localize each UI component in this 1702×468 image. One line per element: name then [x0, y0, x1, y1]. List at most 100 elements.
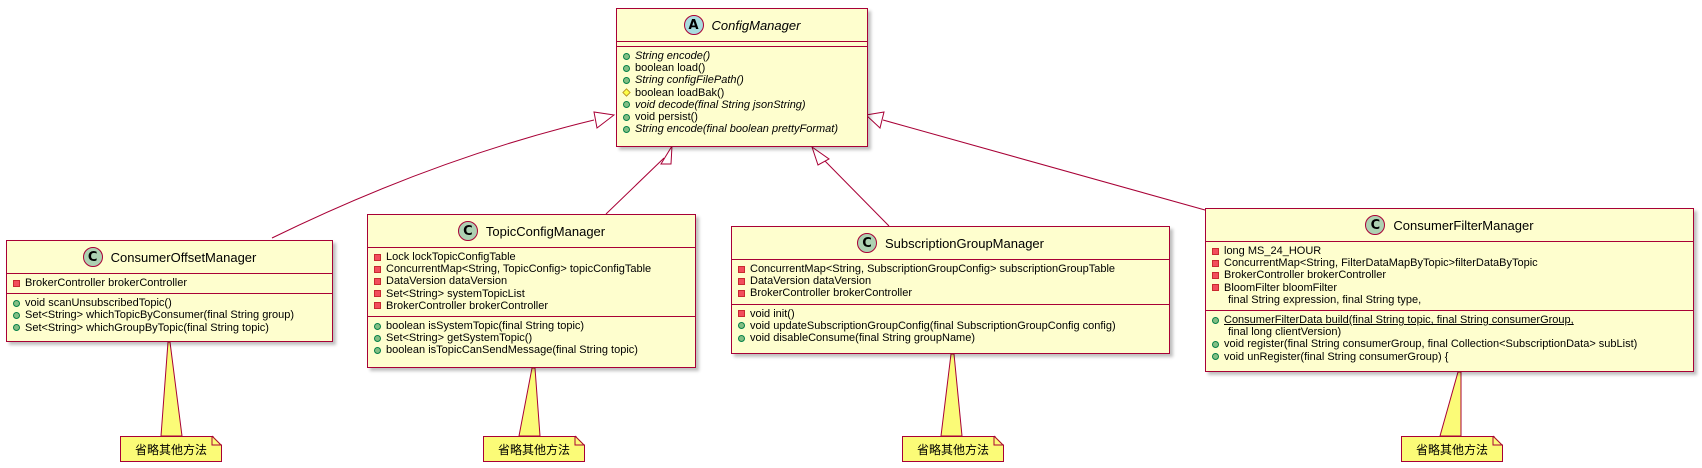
method-row: void decode(final String jsonString) [623, 99, 861, 111]
note-subscription-group: 省略其他方法 [902, 436, 1004, 462]
public-icon [13, 299, 20, 307]
public-icon [374, 347, 381, 355]
class-consumer-offset-manager: C ConsumerOffsetManager BrokerController… [6, 240, 333, 342]
note-link-1 [160, 341, 183, 437]
field-row: BrokerController brokerController [13, 277, 326, 289]
private-icon [738, 265, 745, 273]
note-link-2 [518, 367, 541, 437]
inheritance-arrowhead-4 [864, 111, 885, 129]
field-row: ConcurrentMap<String, SubscriptionGroupC… [738, 263, 1163, 275]
inheritance-edge-topic-config [605, 157, 665, 215]
inheritance-arrowhead-1 [593, 111, 616, 129]
methods-section: ConsumerFilterData build(final String to… [1206, 311, 1693, 367]
private-icon [374, 278, 381, 285]
field-row: Lock lockTopicConfigTable [374, 251, 689, 263]
class-header: C SubscriptionGroupManager [732, 227, 1169, 260]
class-header: C ConsumerOffsetManager [7, 241, 332, 274]
field-row: ConcurrentMap<String, TopicConfig> topic… [374, 263, 689, 275]
public-icon [1212, 316, 1219, 324]
class-icon: C [857, 233, 877, 253]
public-icon [1212, 341, 1219, 349]
class-consumer-filter-manager: C ConsumerFilterManager long MS_24_HOUR … [1205, 208, 1694, 372]
public-icon [623, 113, 630, 121]
field-row: Set<String> systemTopicList [374, 288, 689, 300]
field-row: DataVersion dataVersion [738, 275, 1163, 287]
method-row-continuation: final long clientVersion) [1228, 326, 1342, 339]
inheritance-arrowhead-2 [660, 145, 673, 165]
method-row: void persist() [623, 111, 861, 123]
fields-section: BrokerController brokerController [7, 274, 332, 295]
public-icon [623, 64, 630, 72]
public-icon [623, 101, 630, 109]
fields-section: Lock lockTopicConfigTable ConcurrentMap<… [368, 248, 695, 318]
fields-section [617, 42, 867, 47]
class-name: ConsumerFilterManager [1393, 217, 1534, 233]
private-icon [738, 277, 745, 285]
public-icon [623, 52, 630, 60]
abstract-class-icon: A [683, 15, 704, 35]
field-row-continuation: final String expression, final String ty… [1228, 293, 1422, 306]
fields-section: ConcurrentMap<String, SubscriptionGroupC… [732, 260, 1169, 305]
method-row: void updateSubscriptionGroupConfig(final… [738, 320, 1163, 332]
method-row: boolean isSystemTopic(final String topic… [374, 320, 689, 332]
class-header: A ConfigManager [617, 9, 867, 42]
public-icon [374, 322, 381, 330]
class-header: C ConsumerFilterManager [1206, 209, 1693, 242]
public-icon [623, 125, 630, 133]
private-icon [374, 302, 381, 310]
private-icon [374, 253, 381, 261]
field-row: BrokerController brokerController [374, 300, 689, 312]
inheritance-edge-consumer-offset [271, 119, 595, 239]
public-icon [13, 312, 20, 319]
private-icon [1212, 272, 1219, 279]
inheritance-edge-subscription-group [823, 159, 890, 227]
methods-section: String encode() boolean load() String co… [617, 47, 867, 139]
class-topic-config-manager: C TopicConfigManager Lock lockTopicConfi… [367, 214, 696, 368]
method-row: Set<String> getSystemTopic() [374, 332, 689, 344]
methods-section: boolean isSystemTopic(final String topic… [368, 317, 695, 361]
method-row: String encode(final boolean prettyFormat… [623, 123, 861, 135]
field-row: ConcurrentMap<String, FilterDataMapByTop… [1212, 257, 1687, 269]
methods-section: void scanUnsubscribedTopic() Set<String>… [7, 294, 332, 338]
fields-section: long MS_24_HOUR ConcurrentMap<String, Fi… [1206, 242, 1693, 312]
class-name: TopicConfigManager [485, 223, 606, 239]
protected-icon [622, 88, 631, 97]
method-row: boolean isTopicCanSendMessage(final Stri… [374, 344, 689, 356]
class-icon: C [82, 247, 103, 267]
field-row: DataVersion dataVersion [374, 275, 689, 287]
private-icon [738, 310, 745, 318]
note-consumer-offset: 省略其他方法 [120, 436, 222, 462]
method-row: boolean load() [623, 62, 861, 74]
class-subscription-group-manager: C SubscriptionGroupManager ConcurrentMap… [731, 226, 1170, 354]
class-header: C TopicConfigManager [368, 215, 695, 248]
private-icon [738, 290, 745, 297]
public-icon [738, 334, 745, 342]
method-row: void disableConsume(final String groupNa… [738, 332, 1163, 344]
class-name: ConfigManager [711, 17, 801, 33]
class-icon: C [1365, 215, 1386, 235]
public-icon [738, 322, 745, 330]
private-icon [1212, 259, 1219, 267]
field-row: long MS_24_HOUR [1212, 245, 1687, 257]
method-row: void init() [738, 308, 1163, 320]
field-row: BrokerController brokerController [738, 287, 1163, 299]
method-row: String encode() [623, 50, 861, 62]
method-row: ConsumerFilterData build(final String to… [1212, 314, 1687, 326]
method-row: boolean loadBak() [622, 87, 861, 99]
private-icon [1212, 284, 1219, 292]
field-row: BrokerController brokerController [1212, 269, 1687, 281]
private-icon [374, 290, 381, 298]
public-icon [374, 334, 381, 342]
private-icon [13, 279, 20, 287]
inheritance-edge-consumer-filter [882, 119, 1206, 211]
note-link-3 [940, 353, 963, 437]
note-consumer-filter: 省略其他方法 [1401, 436, 1503, 462]
private-icon [374, 265, 381, 273]
class-icon: C [457, 221, 478, 241]
class-name: SubscriptionGroupManager [885, 235, 1044, 251]
note-link-4 [1439, 371, 1462, 437]
private-icon [1212, 247, 1219, 255]
class-name: ConsumerOffsetManager [110, 249, 257, 265]
method-row: void unRegister(final String consumerGro… [1212, 351, 1687, 363]
